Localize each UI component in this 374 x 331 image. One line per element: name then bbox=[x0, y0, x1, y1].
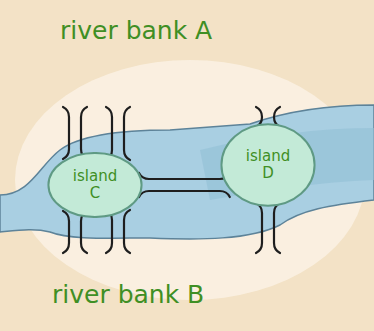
bridge-rail bbox=[274, 203, 280, 253]
island-shape: island D bbox=[220, 123, 316, 207]
island-label: island C bbox=[67, 168, 123, 203]
bridge-rail bbox=[139, 191, 230, 197]
river bbox=[0, 105, 374, 239]
bridge bbox=[139, 173, 230, 197]
paper-wash bbox=[15, 60, 365, 300]
bridge-rail bbox=[124, 107, 130, 160]
river-bank-region: river bank B bbox=[0, 250, 374, 331]
island-fill bbox=[221, 124, 314, 205]
island-shape: island C bbox=[47, 152, 143, 218]
bridge-rail bbox=[124, 210, 130, 253]
island-fill bbox=[48, 153, 141, 217]
bridge bbox=[63, 211, 87, 253]
bridge-rail bbox=[139, 173, 230, 179]
bridge-rail bbox=[81, 107, 87, 159]
bank-label: river bank A bbox=[60, 16, 212, 45]
bridge bbox=[106, 107, 130, 160]
bridge-rail bbox=[106, 107, 112, 160]
bridge-rail bbox=[63, 211, 69, 253]
river-bank-region: river bank A bbox=[0, 0, 374, 110]
island-label: island D bbox=[240, 148, 296, 183]
bridge-rail bbox=[256, 203, 262, 253]
bridge bbox=[63, 107, 87, 159]
bank-label: river bank B bbox=[52, 280, 204, 309]
bridge-rail bbox=[63, 107, 69, 159]
bridge bbox=[256, 203, 280, 253]
